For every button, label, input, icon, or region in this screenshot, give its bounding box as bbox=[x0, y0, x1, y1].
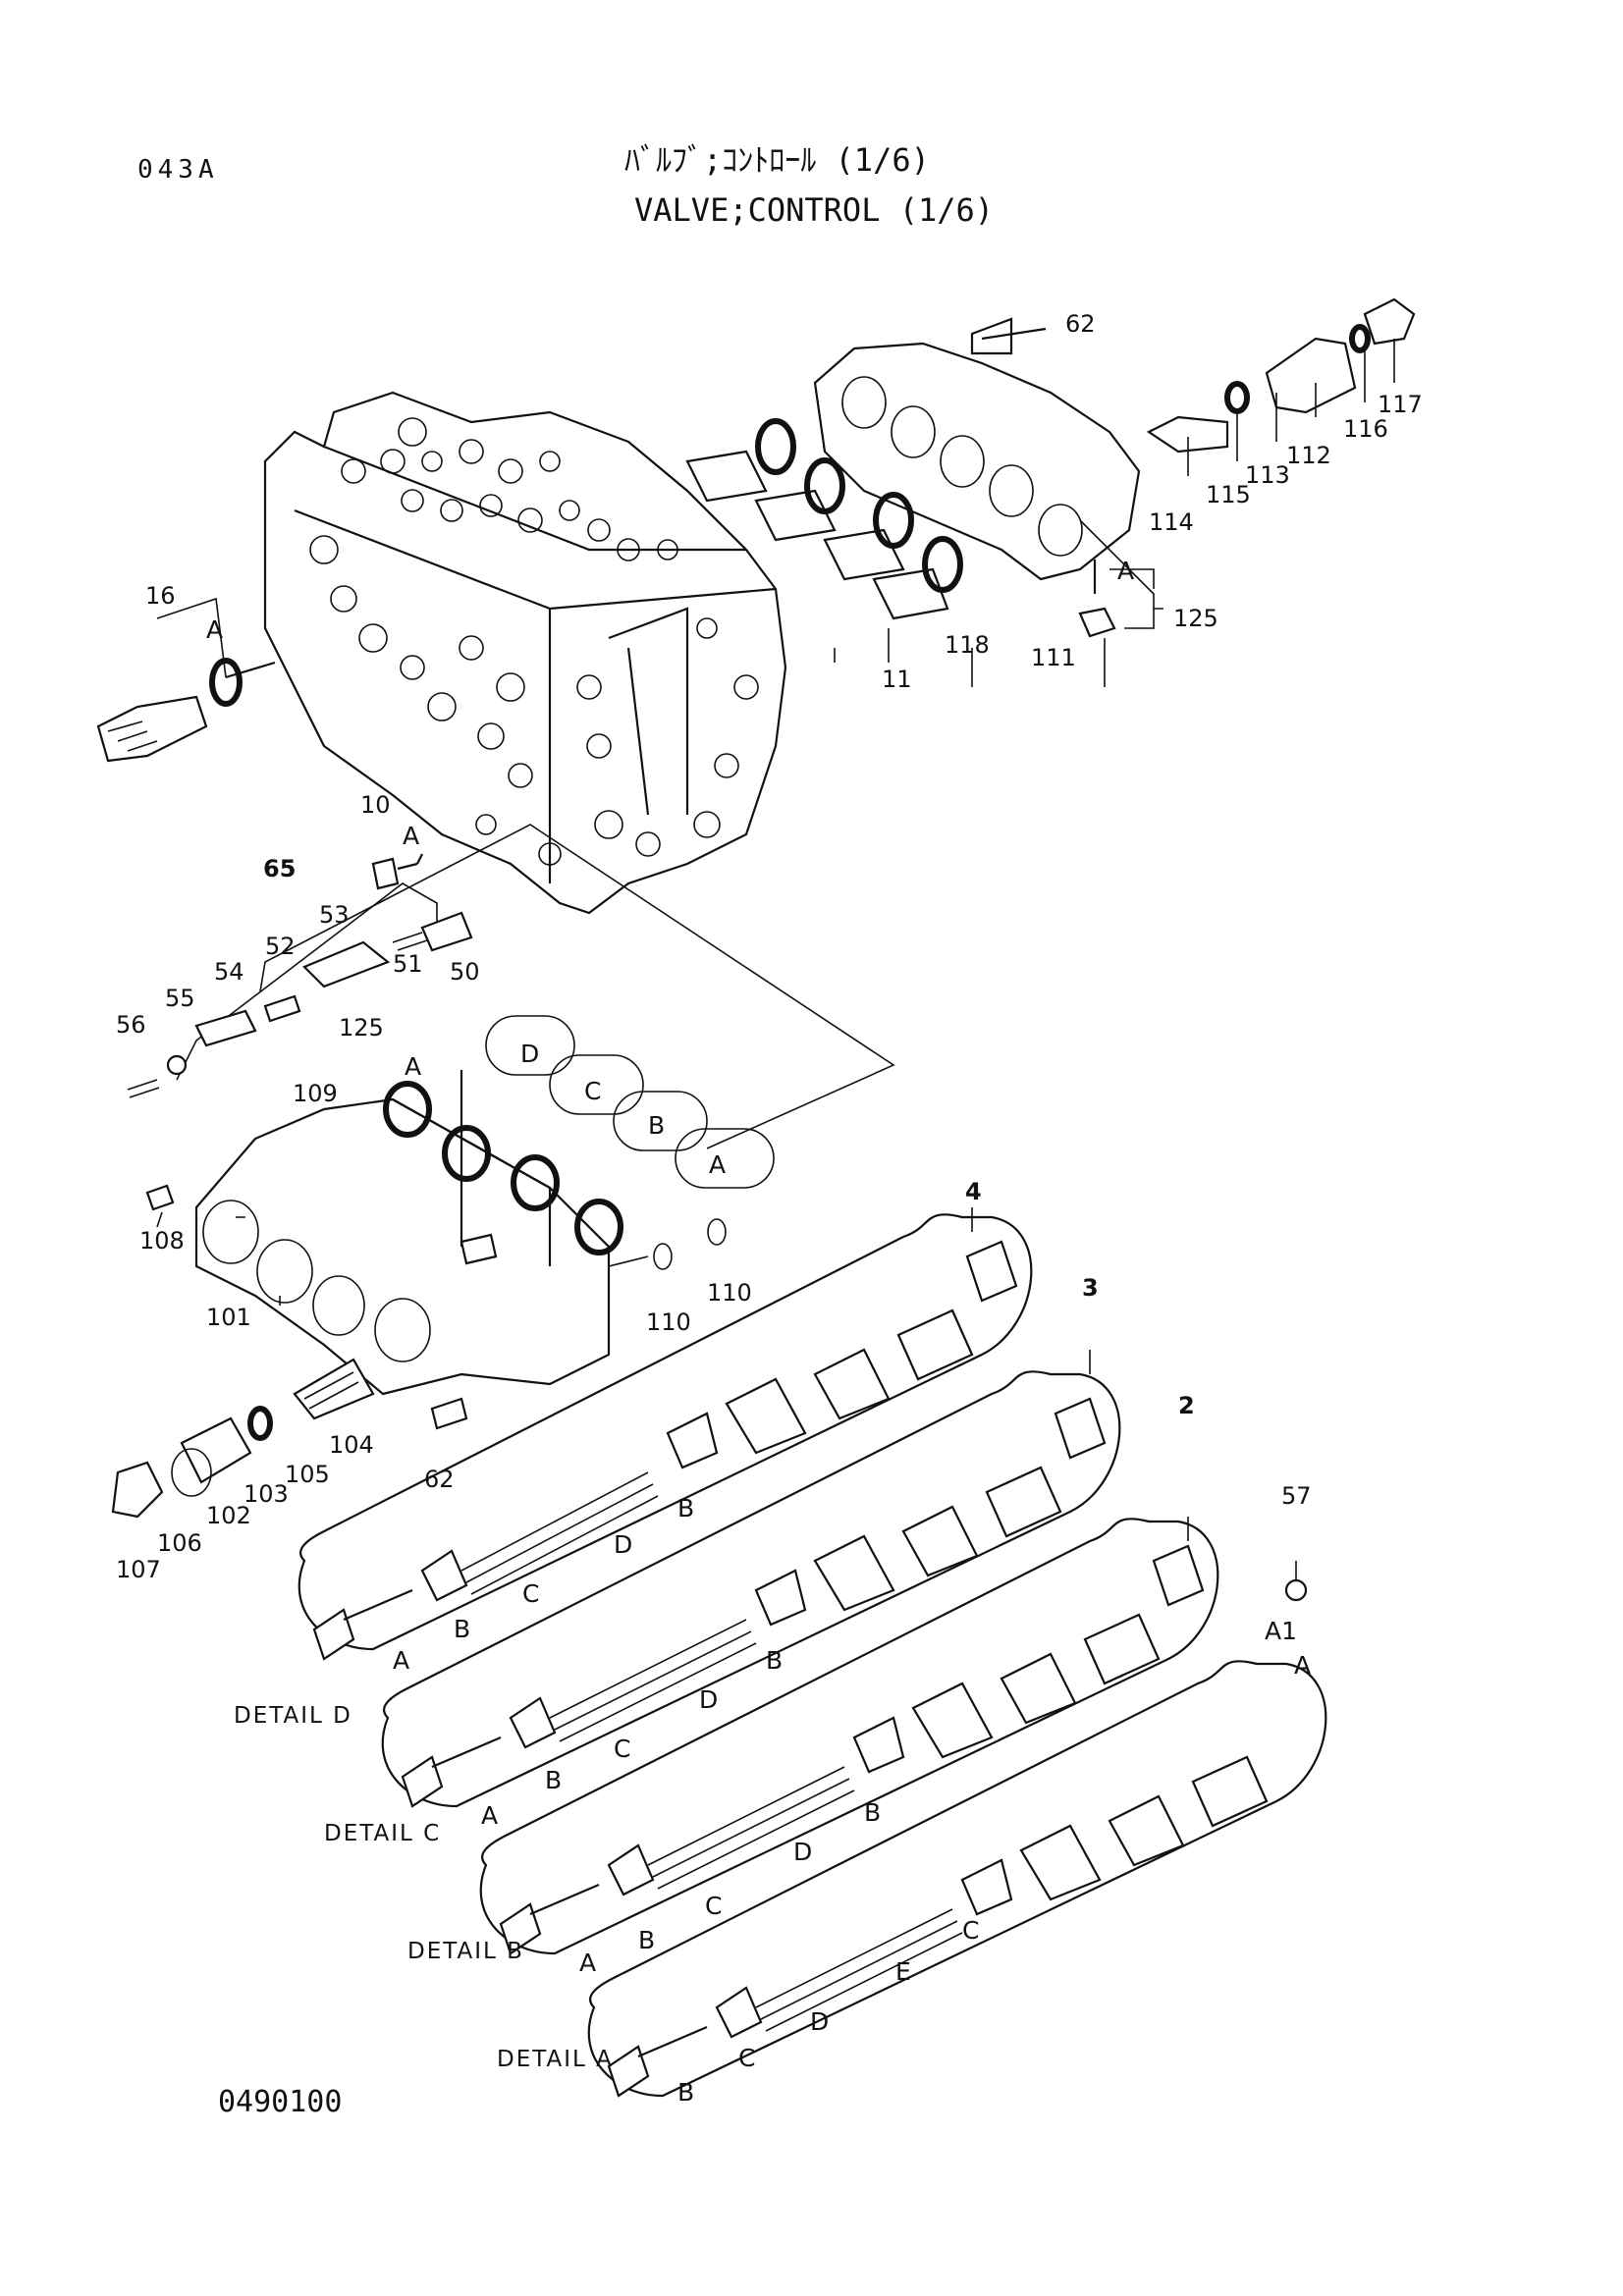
part-number-label: 111 bbox=[1031, 644, 1076, 671]
title-japanese: ﾊﾞﾙﾌﾞ;ｺﾝﾄﾛｰﾙ (1/6) bbox=[624, 141, 930, 179]
lower-cover-101 bbox=[145, 1070, 727, 1396]
drawing-number: 0490100 bbox=[218, 2085, 343, 2119]
page-code: 043A bbox=[137, 155, 219, 185]
part-number-label: 62 bbox=[1065, 310, 1096, 338]
title-english: VALVE;CONTROL (1/6) bbox=[634, 191, 995, 229]
detail-label-d: DETAIL D bbox=[234, 1703, 352, 1729]
part-number-label: 102 bbox=[206, 1502, 251, 1529]
callout-letter: D bbox=[699, 1685, 718, 1714]
callout-letter: A bbox=[579, 1949, 596, 1977]
part-number-label: A bbox=[403, 822, 419, 850]
part-number-label: 109 bbox=[293, 1080, 338, 1107]
part-number-label: 2 bbox=[1178, 1392, 1195, 1419]
part-number-label: 57 bbox=[1281, 1482, 1312, 1510]
detail-label-a: DETAIL A bbox=[497, 2047, 614, 2072]
detail-label-b: DETAIL B bbox=[407, 1939, 524, 1964]
part-number-label: 55 bbox=[165, 985, 195, 1012]
part-number-label: 106 bbox=[157, 1529, 202, 1557]
plug-16 bbox=[96, 597, 276, 763]
part-number-label: 110 bbox=[707, 1279, 752, 1307]
part-number-label: 103 bbox=[243, 1480, 289, 1508]
callout-letter: C bbox=[705, 1892, 722, 1920]
callout-letter: B bbox=[864, 1798, 881, 1827]
part-number-label: 56 bbox=[116, 1011, 146, 1039]
callout-letter: B bbox=[677, 2078, 694, 2107]
part-number-label: 11 bbox=[882, 666, 912, 693]
part-number-label: 50 bbox=[450, 958, 480, 986]
part-number-label: 115 bbox=[1206, 481, 1251, 508]
callout-letter: A bbox=[1294, 1651, 1311, 1680]
relief-parts bbox=[111, 1358, 468, 1519]
callout-letter: B bbox=[677, 1494, 694, 1522]
detail-callout-b: B bbox=[648, 1111, 665, 1140]
callout-letter: D bbox=[810, 2007, 829, 2036]
part-number-label: 108 bbox=[139, 1227, 185, 1255]
callout-letter: D bbox=[793, 1838, 812, 1866]
part-number-label: 62 bbox=[424, 1466, 455, 1493]
spool-assembly-c bbox=[381, 1370, 1121, 1808]
callout-letter: C bbox=[614, 1735, 630, 1763]
part-number-label: A bbox=[405, 1052, 421, 1081]
leader-lines bbox=[156, 339, 1395, 1580]
callout-letter: A1 bbox=[1265, 1617, 1297, 1645]
callout-letter: A bbox=[481, 1801, 498, 1830]
part-number-label: 105 bbox=[285, 1461, 330, 1488]
callout-letter: C bbox=[738, 2044, 755, 2072]
callout-letter: B bbox=[545, 1766, 562, 1794]
detail-callout-d: D bbox=[520, 1040, 539, 1068]
spool-callouts: A B C D B A B C D B A B C D B B C D E C … bbox=[393, 1494, 1311, 2107]
part-number-label: 54 bbox=[214, 958, 244, 986]
part-number-label: 118 bbox=[945, 631, 990, 659]
part-number-label: 125 bbox=[339, 1014, 384, 1041]
detail-callout-c: C bbox=[584, 1077, 601, 1105]
part-number-label: 65 bbox=[263, 855, 296, 882]
spool-assembly-a bbox=[587, 1578, 1327, 2098]
part-number-label: A bbox=[206, 615, 223, 644]
part-number-label: 3 bbox=[1082, 1274, 1099, 1302]
part-number-label: 107 bbox=[116, 1556, 161, 1583]
callout-letter: B bbox=[638, 1926, 655, 1954]
part-number-label: 110 bbox=[646, 1308, 691, 1336]
part-number-label: 101 bbox=[206, 1304, 251, 1331]
detail-callout-a: A bbox=[709, 1150, 726, 1179]
valve-body bbox=[263, 391, 787, 915]
part-number-label: 104 bbox=[329, 1431, 374, 1459]
part-number-label: 52 bbox=[265, 933, 296, 960]
cover-assembly bbox=[685, 297, 1416, 638]
part-number-label: 113 bbox=[1245, 461, 1290, 489]
callout-letter: C bbox=[522, 1579, 539, 1608]
part-number-label: A bbox=[1117, 557, 1134, 585]
part-number-label: 117 bbox=[1378, 391, 1423, 418]
spool-assembly-d bbox=[298, 1213, 1033, 1661]
callout-letter: E bbox=[895, 1957, 911, 1986]
callout-letter: D bbox=[614, 1530, 632, 1559]
part-number-label: 4 bbox=[965, 1178, 982, 1205]
callout-letter: B bbox=[454, 1615, 470, 1643]
part-number-label: 112 bbox=[1286, 442, 1331, 469]
part-number-label: 16 bbox=[145, 582, 176, 610]
detail-callout-ovals bbox=[485, 1015, 775, 1189]
part-number-label: 116 bbox=[1343, 415, 1388, 443]
callout-letter: B bbox=[766, 1646, 783, 1675]
spool-assembly-b bbox=[479, 1518, 1219, 1955]
callout-letter: C bbox=[962, 1916, 979, 1945]
part-number-labels: 62 117 116 112 113 115 114 A 125 111 118… bbox=[116, 310, 1423, 1583]
part-number-label: 114 bbox=[1149, 508, 1194, 536]
part-number-label: 10 bbox=[360, 791, 391, 819]
part-number-label: 125 bbox=[1173, 605, 1218, 632]
part-number-label: 51 bbox=[393, 950, 423, 978]
detail-labels: DETAIL D DETAIL C DETAIL B DETAIL A bbox=[234, 1703, 614, 2072]
callout-letter: A bbox=[393, 1646, 409, 1675]
pilot-parts bbox=[127, 824, 895, 1149]
part-number-label: 53 bbox=[319, 901, 350, 929]
detail-label-c: DETAIL C bbox=[324, 1821, 441, 1846]
